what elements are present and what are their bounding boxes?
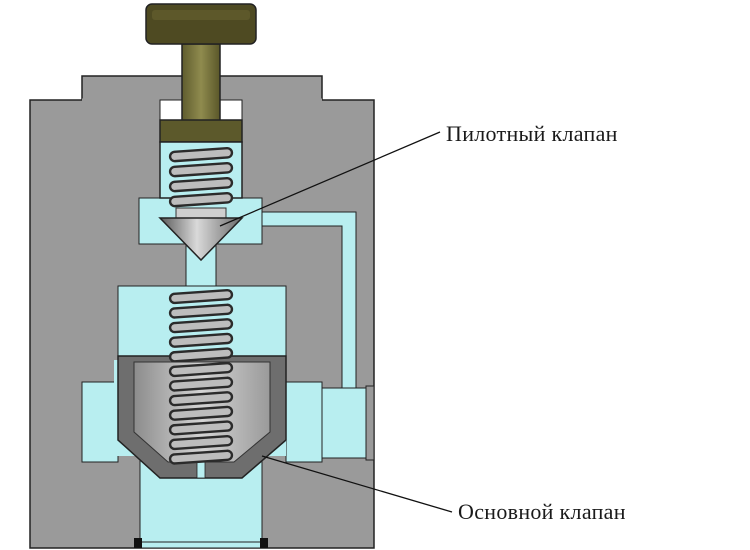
- main-valve-leader-line: [261, 455, 453, 513]
- knob-highlight: [152, 10, 250, 20]
- main-spring-coil: [168, 376, 234, 392]
- main-spring-coil: [168, 391, 234, 407]
- main-spring: [168, 288, 234, 465]
- main-spring-coil: [168, 303, 234, 319]
- pilot-spring-coil: [168, 161, 234, 178]
- stem-rod: [181, 43, 221, 123]
- pilot-spring: [168, 146, 234, 208]
- left-port: [81, 381, 119, 463]
- right-seal: [260, 538, 268, 548]
- adjustment-screw: [145, 3, 257, 143]
- pilot-cone: [158, 217, 244, 262]
- outlet-box: [321, 387, 371, 459]
- pilot-valve-leader-line: [219, 131, 441, 227]
- pilot-spring-coil: [168, 176, 234, 193]
- main-spring-coil: [168, 288, 234, 305]
- pilot-poppet: [158, 207, 244, 262]
- left-seal: [134, 538, 142, 548]
- spring-cap: [159, 119, 243, 143]
- main-spring-coil: [168, 332, 234, 348]
- main-spring-coil: [168, 318, 234, 334]
- main-spring-coil: [168, 361, 234, 378]
- pilot-spring-coil: [168, 146, 234, 163]
- main-spring-coil: [168, 420, 234, 436]
- main-spring-coil: [168, 449, 234, 465]
- main-valve-orifice: [196, 461, 206, 479]
- main-spring-coil: [168, 405, 234, 421]
- right-port: [285, 381, 323, 463]
- main-spring-coil: [168, 434, 234, 451]
- main-spring-coil: [168, 347, 234, 363]
- main-valve-label: Основной клапан: [458, 499, 626, 524]
- pilot-spring-coil: [168, 191, 234, 208]
- pilot-valve-label: Пилотный клапан: [446, 121, 618, 146]
